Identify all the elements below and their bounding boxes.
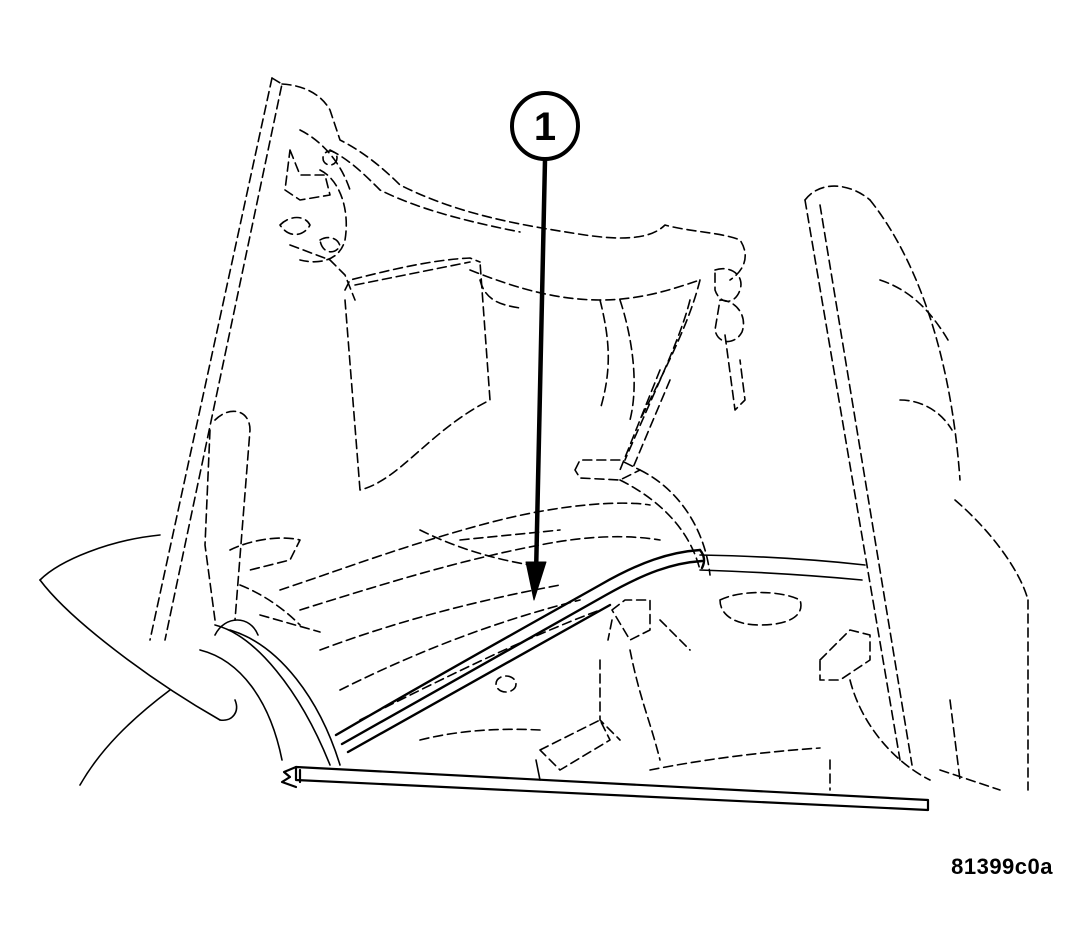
callout-1: 1	[510, 91, 580, 601]
callout-number: 1	[534, 105, 556, 149]
sill-plate	[280, 765, 930, 812]
callout-leader-line	[533, 157, 548, 578]
trunk-well	[419, 554, 871, 781]
deck-lid	[149, 77, 746, 641]
left-quarter-panel	[39, 410, 341, 786]
trunk-deck	[279, 502, 661, 721]
figure-code: 81399c0a	[951, 854, 1053, 879]
weatherstrip	[334, 548, 706, 754]
callout-arrowhead	[525, 561, 547, 601]
right-side-panel	[804, 185, 1029, 791]
